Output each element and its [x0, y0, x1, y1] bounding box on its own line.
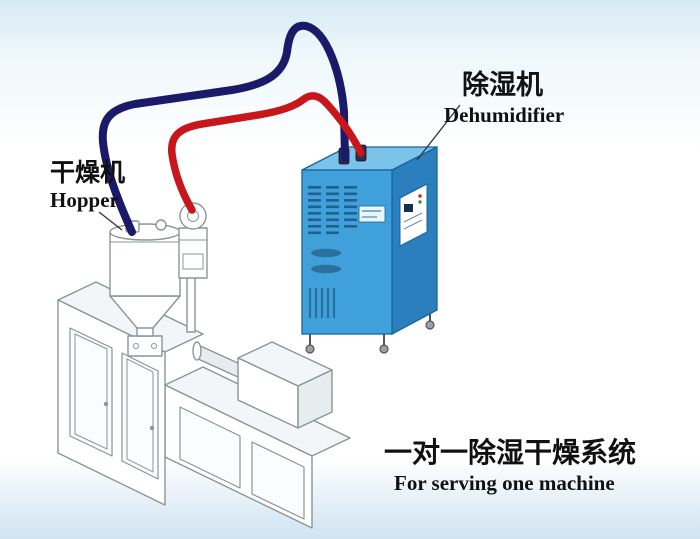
system-title: 一对一除湿干燥系统 For serving one machine [384, 436, 637, 496]
system-title-en: For serving one machine [394, 471, 615, 496]
dehumidifier-label-en: Dehumidifier [444, 103, 565, 128]
hopper-label: 干燥机 Hopper [50, 158, 126, 213]
door-handle [149, 425, 155, 431]
loader-body [178, 227, 208, 279]
hopper-label-en: Hopper [50, 188, 119, 213]
loader-panel [182, 253, 204, 270]
hopper-dryer [109, 219, 181, 357]
return-air-pipe [98, 21, 349, 236]
cabinet-door [121, 352, 159, 480]
control-panel [399, 183, 428, 247]
nameplate [358, 205, 386, 223]
dehumidifier-leader-line [416, 104, 461, 161]
pipe-red-path [168, 92, 365, 214]
dry-air-pipe [168, 92, 365, 214]
hopper-body [109, 231, 181, 297]
panel-line [403, 212, 423, 223]
loader-unit [178, 202, 208, 333]
hopper-mount-knob [151, 343, 157, 349]
hopper-lid [109, 223, 181, 241]
system-title-zh: 一对一除湿干燥系统 [384, 436, 637, 469]
cabinet-door-inner [74, 333, 108, 450]
caster-wheel [425, 320, 435, 330]
machine-step-panel [251, 441, 305, 520]
cabinet-door-inner [126, 358, 154, 473]
caster-wheel [379, 344, 389, 354]
panel-led-green [418, 200, 422, 204]
hopper-lid-knob [155, 219, 167, 231]
pipe-blue-path [98, 21, 349, 236]
dehumidifier-side-face [391, 145, 438, 336]
vent-louvers [308, 186, 357, 235]
caster-wheel [305, 344, 315, 354]
bottom-grille [308, 288, 336, 318]
oval-vent [311, 248, 341, 258]
cabinet-door [69, 327, 113, 457]
dehumidifier-label-zh: 除湿机 [462, 70, 543, 101]
hopper-label-zh: 干燥机 [50, 158, 126, 187]
hopper-leader-line [98, 211, 123, 231]
machine-step-panel [179, 406, 241, 489]
loader-down-pipe [186, 275, 196, 333]
dehumidifier-label: 除湿机 Dehumidifier [444, 70, 565, 128]
dehumidifier-unit [301, 144, 438, 354]
door-handle [103, 401, 109, 407]
panel-line [403, 219, 423, 230]
panel-led-red [418, 194, 422, 198]
barrel-flange [192, 341, 202, 361]
die-head-side [297, 369, 333, 429]
hopper-mount-knob [133, 343, 139, 349]
panel-display [404, 204, 413, 212]
oval-vent [311, 264, 341, 274]
blower-housing [179, 202, 207, 230]
